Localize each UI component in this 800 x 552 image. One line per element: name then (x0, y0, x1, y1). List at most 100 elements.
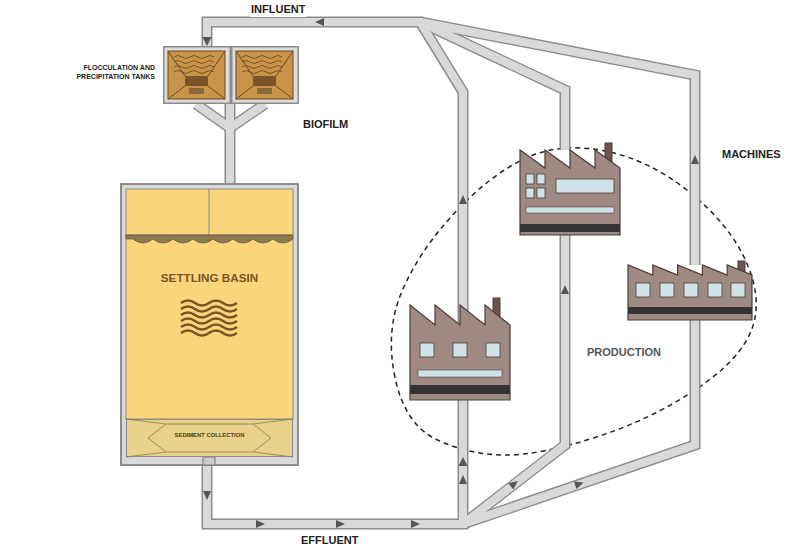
drawing-rect (420, 343, 434, 357)
drawing-rect (537, 188, 545, 198)
drawing-rect (636, 283, 650, 297)
drawing-rect (418, 370, 502, 377)
drawing-path (181, 325, 237, 330)
drawing-rect (708, 283, 722, 297)
drawing-path (174, 71, 214, 74)
drawing-rect (236, 51, 293, 99)
drawing-rect (185, 76, 208, 86)
flow-arrow (256, 520, 265, 528)
drawing-rect (126, 189, 293, 419)
drawing-path (520, 150, 620, 235)
drawing-rect (628, 307, 752, 314)
drawing-rect (453, 343, 467, 357)
drawing-path (420, 22, 695, 265)
drawing-path (126, 235, 293, 243)
drawing-path (410, 305, 510, 400)
drawing-rect (486, 343, 500, 357)
drawing-path (463, 320, 695, 524)
drawing-rect (660, 283, 674, 297)
drawing-path (181, 331, 237, 336)
drawing-rect (520, 224, 620, 232)
drawing-path (174, 66, 214, 69)
drawing-rect (127, 420, 293, 457)
drawing-rect (203, 457, 215, 465)
drawing-rect (556, 179, 614, 193)
flow-arrow (508, 478, 520, 490)
flow-arrow (315, 18, 324, 26)
drawing-path (181, 319, 237, 324)
flow-arrow (691, 155, 699, 164)
pipe-label: EFFLUENT (300, 534, 359, 548)
biofilm-label: BIOFILM (303, 118, 348, 132)
drawing-path (174, 61, 214, 64)
factory-group (410, 143, 752, 400)
pipe-label: INFLUENT (250, 3, 306, 17)
production-area: PRODUCTION (375, 140, 765, 457)
drawing-path (459, 140, 467, 457)
drawing-path (242, 61, 282, 64)
drawing-rect (410, 385, 510, 394)
drawing-path (207, 457, 463, 524)
drawing-rect (189, 88, 204, 94)
flocculation-tanks-shape (163, 46, 299, 104)
drawing-path (242, 66, 282, 69)
arrow-head (203, 37, 212, 46)
pipe-connector (230, 104, 231, 183)
tank-label: FLOCCULATION AND PRECIPITATION TANKS (71, 64, 155, 82)
drawing-path (126, 189, 293, 235)
drawing-path (181, 301, 237, 306)
drawing-rect (121, 184, 298, 465)
production-label: PRODUCTION (587, 346, 661, 360)
drawing-path (207, 22, 463, 140)
flocculation-tanks: FLOCCULATION AND PRECIPITATION TANKSBIOF… (163, 46, 299, 104)
pipe-connector (207, 457, 468, 524)
drawing-path (196, 104, 230, 128)
drawing-path (230, 104, 265, 128)
flow-arrow (574, 479, 585, 489)
drawing-rect (526, 174, 534, 184)
drawing-rect (164, 47, 231, 104)
drawing-path (207, 22, 463, 140)
machines-label: MACHINES (722, 148, 781, 162)
flow-arrow (203, 491, 211, 500)
drawing-path (628, 265, 752, 320)
drawing-path (226, 104, 234, 183)
sediment-collection: SEDIMENT COLLECTION (126, 419, 293, 457)
factory-icon (410, 298, 510, 400)
drawing-path (458, 140, 469, 457)
sediment-label: SEDIMENT COLLECTION (126, 432, 293, 439)
drawing-rect (526, 188, 534, 198)
drawing-path (126, 419, 293, 457)
drawing-path (207, 457, 463, 524)
flow-arrow (459, 475, 467, 484)
drawing-rect (168, 51, 225, 99)
drawing-path (459, 140, 467, 457)
flow-arrow (459, 195, 467, 204)
drawing-path (225, 104, 236, 183)
drawing-path (420, 22, 565, 150)
drawing-path (181, 307, 237, 312)
drawing-rect (253, 76, 276, 86)
production-boundary (391, 148, 756, 455)
drawing-rect (232, 47, 299, 104)
factory-icon (628, 261, 752, 320)
drawing-path (420, 22, 565, 150)
pipe-connector (203, 22, 464, 140)
drawing-rect (731, 283, 745, 297)
drawing-path (181, 313, 237, 318)
drawing-rect (257, 88, 272, 94)
drawing-rect (537, 174, 545, 184)
drawing-path (168, 51, 225, 99)
drawing-path (236, 51, 293, 99)
settling-basin: SETTLING BASIN SEDIMENT COLLECTION (120, 183, 299, 466)
flow-arrow (561, 285, 569, 294)
arrow-head (459, 457, 468, 466)
basin-title: SETTLING BASIN (120, 271, 299, 286)
factory-icon (520, 143, 620, 235)
drawing-rect (684, 283, 698, 297)
drawing-path (242, 71, 282, 74)
drawing-path (242, 56, 282, 59)
drawing-path (174, 56, 214, 59)
flow-arrow (336, 520, 345, 528)
drawing-rect (526, 207, 614, 213)
